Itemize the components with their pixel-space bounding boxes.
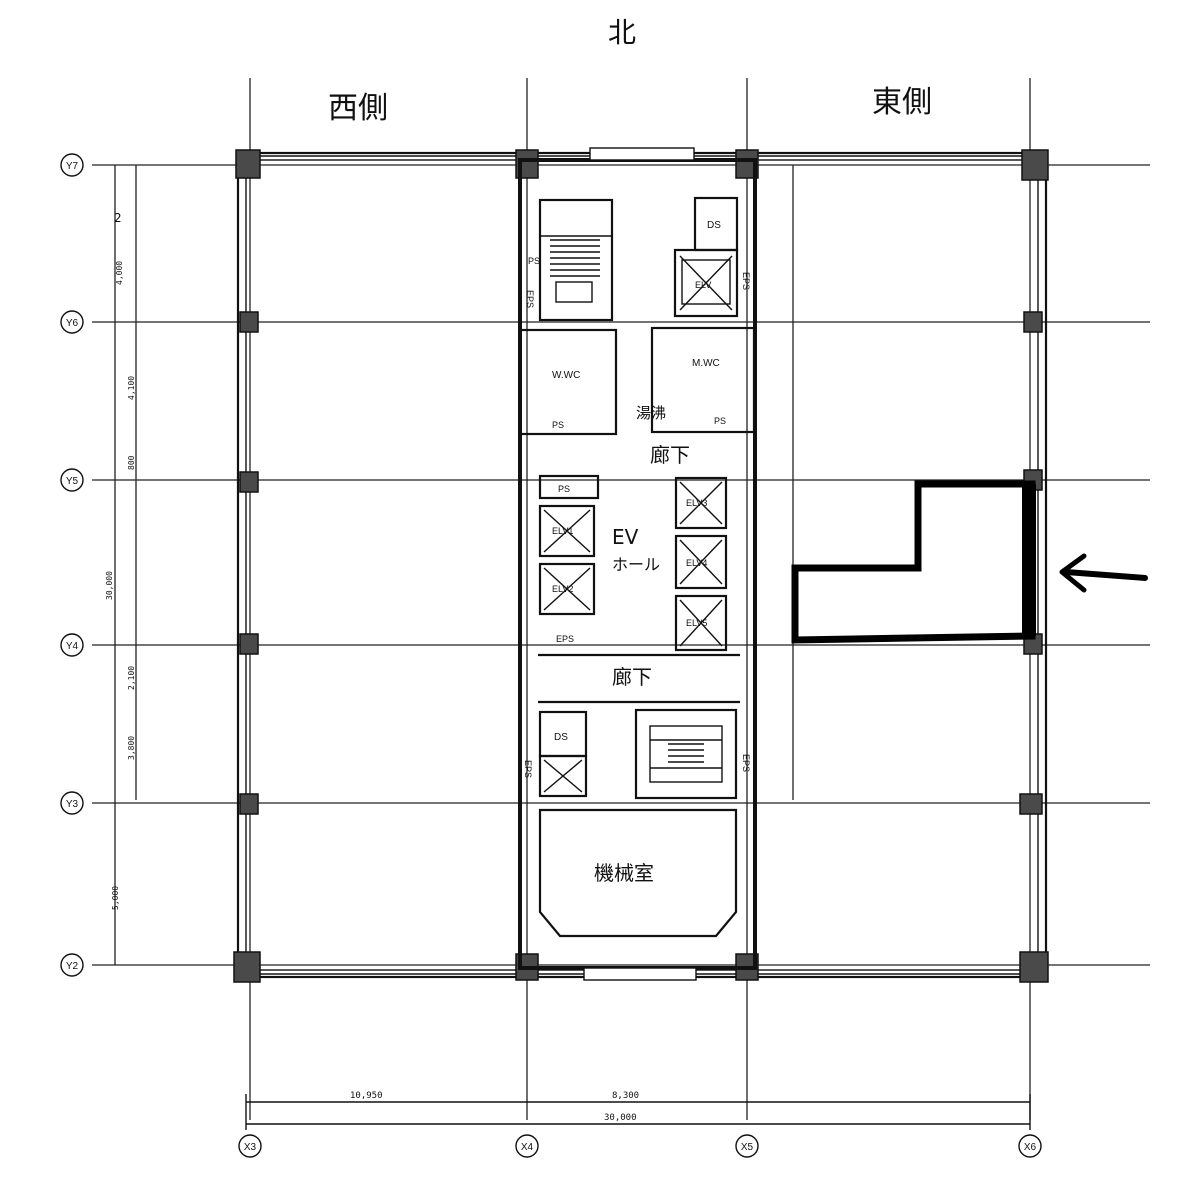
grid-y6-label: Y6: [66, 318, 79, 329]
grid-y5-label: Y5: [66, 476, 79, 487]
core: PS EPS DS ELV EPS W.WC PS M.WC PS 湯沸 廊下 …: [518, 147, 757, 981]
dim-left-1: 4,000: [115, 261, 124, 285]
ev-hall-label-1: EV: [612, 525, 639, 549]
eps-bottom-left-label: EPS: [523, 760, 533, 778]
dim-left-7: 5,000: [111, 886, 120, 910]
grid-y4-label: Y4: [66, 641, 79, 652]
dim-left-4: 30,000: [105, 571, 114, 600]
structural-columns: [233, 149, 1049, 983]
mwc-label: M.WC: [692, 358, 720, 369]
wwc-label: W.WC: [552, 370, 580, 381]
dimensions-left: 4,000 4,100 800 30,000 2,100 3,800 5,000: [105, 261, 136, 910]
elv3-label: ELV3: [686, 498, 707, 508]
grid-x4-label: X4: [521, 1142, 534, 1153]
grid-y7-label: Y7: [66, 161, 79, 172]
eps-top-right-label: EPS: [741, 272, 751, 290]
west-side-label: 西側: [328, 91, 388, 126]
eps-top-left-label: EPS: [525, 290, 535, 308]
dim-left-3: 800: [127, 455, 136, 470]
grid-x5-label: X5: [741, 1142, 754, 1153]
elv4-label: ELV4: [686, 558, 707, 568]
grid-lines: [92, 78, 1150, 1120]
east-side-label: 東側: [872, 85, 932, 120]
eps-ev-label: EPS: [556, 634, 574, 644]
grid-y2-label: Y2: [66, 961, 79, 972]
dim-bottom-west: 10,950: [350, 1091, 383, 1101]
ps-top-label: PS: [528, 256, 540, 266]
elv5-label: ELV5: [686, 618, 707, 628]
dim-bottom-total: 30,000: [604, 1113, 637, 1123]
grid-x3-label: X3: [244, 1142, 257, 1153]
highlighted-area-edge: [1022, 484, 1036, 636]
dimensions-bottom: 10,950 8,300 30,000: [245, 1091, 1031, 1130]
ps-mid-left-label: PS: [552, 420, 564, 430]
ds-bottom-label: DS: [554, 732, 568, 743]
corridor-top-label: 廊下: [650, 443, 690, 467]
machine-room-label: 機械室: [594, 861, 654, 885]
dim-left-2: 4,100: [127, 376, 136, 400]
ps-ev-label: PS: [558, 484, 570, 494]
ds-top-label: DS: [707, 220, 721, 231]
elv2-label: ELV2: [552, 584, 573, 594]
grid-y3-label: Y3: [66, 799, 79, 810]
dim-left-6: 3,800: [127, 736, 136, 760]
corridor-bottom-label: 廊下: [612, 665, 652, 689]
dim-bottom-core: 8,300: [612, 1091, 639, 1101]
ps-mid-right-label: PS: [714, 416, 726, 426]
note-mark: 2: [114, 211, 122, 225]
grid-x6-label: X6: [1024, 1142, 1037, 1153]
grid-y-markers: Y7 Y6 Y5 Y4 Y3 Y2: [60, 153, 84, 977]
highlighted-area-outline: [791, 480, 1036, 644]
kitchen-label: 湯沸: [636, 404, 666, 422]
grid-x-markers: X3 X4 X5 X6: [238, 1134, 1042, 1158]
elv-top-label: ELV: [695, 280, 711, 290]
north-label: 北: [608, 16, 636, 49]
dim-left-5: 2,100: [127, 666, 136, 690]
arrow-left-icon: [1059, 553, 1148, 593]
elv1-label: ELV1: [552, 526, 573, 536]
eps-bottom-right-label: EPS: [741, 754, 751, 772]
ev-hall-label-2: ホール: [612, 555, 660, 574]
